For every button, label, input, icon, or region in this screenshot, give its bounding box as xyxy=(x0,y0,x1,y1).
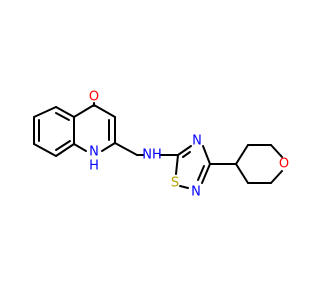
bond-n1-c8a xyxy=(73,143,87,152)
bond-pyran-1 xyxy=(235,144,249,165)
bonds xyxy=(33,104,283,189)
bond-pyran-6 xyxy=(235,163,249,184)
bond-pyran-3 xyxy=(270,144,283,158)
bond-benzo-4 xyxy=(33,143,57,157)
bond-c5-n4-inner xyxy=(182,151,191,158)
hydroxyl-oxygen-label: O xyxy=(89,90,99,105)
atom-labels: O N H NH N N S O xyxy=(89,90,289,200)
bond-s1-c5 xyxy=(175,154,179,175)
bond-c4-c3 xyxy=(93,104,116,118)
thiadiazole-n4-label: N xyxy=(192,134,202,149)
bond-benzo-1 xyxy=(55,106,75,118)
quinoline-nitrogen-label: N xyxy=(89,145,99,160)
bond-c3-n2-outer xyxy=(201,163,211,184)
molecule-structure: O N H NH N N S O xyxy=(33,90,289,200)
bond-benzo-6 xyxy=(33,106,57,118)
bond-benzo-3 xyxy=(55,143,75,157)
bond-benzo-inner-3 xyxy=(55,112,70,121)
bond-c2-ch2 xyxy=(114,142,138,156)
bond-benzo-inner-2 xyxy=(55,140,71,151)
bond-n4-c3 xyxy=(202,145,211,165)
thiadiazole-sulfur-label: S xyxy=(171,176,179,191)
pyran-oxygen-label: O xyxy=(279,157,289,172)
quinoline-nitrogen-h-label: H xyxy=(89,159,99,174)
bond-c5-n4-outer xyxy=(177,145,192,156)
thiadiazole-n2-label: N xyxy=(191,185,201,200)
bond-n2-s1 xyxy=(179,185,189,189)
bond-c3-n2-inner xyxy=(197,165,205,181)
bond-pyran-4 xyxy=(270,170,283,184)
amine-nh-label: NH xyxy=(142,148,162,163)
bond-c2-n1 xyxy=(101,142,116,152)
bond-c4a-c4 xyxy=(73,104,95,118)
